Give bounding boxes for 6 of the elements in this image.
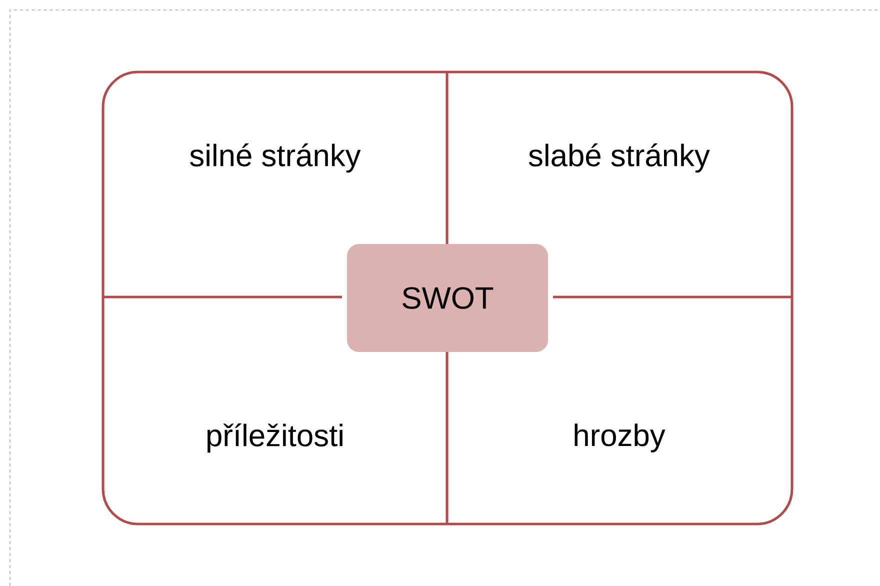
quadrant-label: příležitosti	[207, 423, 342, 453]
quadrant-label: silné stránky	[190, 143, 361, 173]
quadrant-label: slabé stránky	[528, 143, 710, 173]
swot-frame	[102, 70, 794, 526]
quadrant-label: hrozby	[574, 424, 666, 452]
center-box: SWOT	[347, 244, 548, 352]
